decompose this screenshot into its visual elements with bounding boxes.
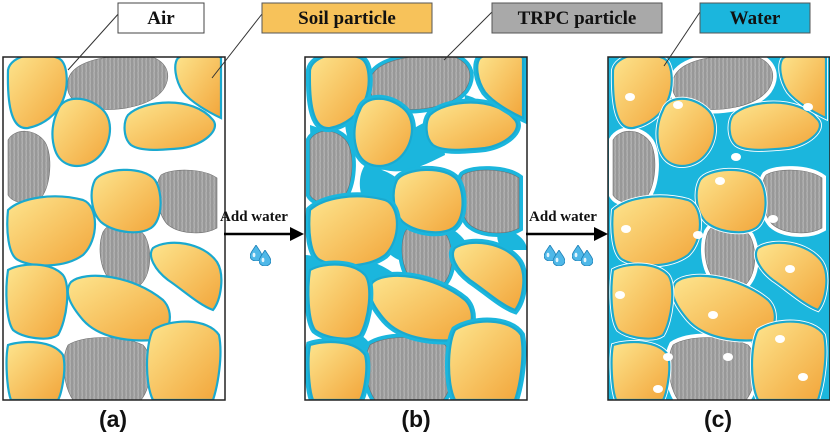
soil-particle xyxy=(476,57,525,120)
air-bubble xyxy=(621,225,631,233)
legend-air-swatch xyxy=(117,2,205,34)
air-bubble xyxy=(653,385,663,393)
soil-particle xyxy=(307,263,371,340)
legend-trpc-label: TRPC particle xyxy=(518,8,637,29)
soil-particle xyxy=(308,195,398,267)
soil-particle xyxy=(754,241,828,312)
arrow-add-water-1: Add water xyxy=(220,209,304,266)
trpc-particle xyxy=(612,130,656,204)
air-bubble xyxy=(798,373,808,381)
soil-particle xyxy=(611,195,701,267)
soil-particle xyxy=(90,168,162,234)
trpc-particle xyxy=(309,130,353,204)
soil-particle xyxy=(6,195,96,267)
soil-particle xyxy=(51,97,112,168)
legend-soil-swatch xyxy=(261,2,433,34)
panel-a-frame xyxy=(2,56,226,401)
soil-particle xyxy=(425,101,518,151)
air-bubble xyxy=(723,353,733,361)
soil-particle xyxy=(5,340,66,400)
panel-c-frame xyxy=(607,56,830,401)
legend-water-swatch xyxy=(699,2,811,34)
air-bubble xyxy=(625,93,635,101)
soil-particle xyxy=(5,263,69,340)
legend-air: Air xyxy=(117,2,205,34)
legend-leaders xyxy=(67,11,701,79)
soil-particle xyxy=(611,57,673,130)
trpc-particle xyxy=(63,337,151,400)
air-bubble xyxy=(775,335,785,343)
legend-water-label: Water xyxy=(730,8,781,29)
soil-particle xyxy=(149,241,223,312)
air-bubble xyxy=(615,291,625,299)
soil-particle xyxy=(610,263,674,340)
soil-particle xyxy=(656,97,717,168)
soil-particle xyxy=(6,57,68,130)
air-bubble xyxy=(715,177,725,185)
panel-c-label: (c) xyxy=(704,406,732,432)
panel-c xyxy=(607,56,830,401)
legend-soil-label: Soil particle xyxy=(298,8,396,29)
soil-particle xyxy=(695,168,767,234)
panel-b xyxy=(304,56,528,401)
air-bubble xyxy=(803,103,813,111)
arrow-add-water-2: Add water xyxy=(526,209,608,266)
soil-particle xyxy=(750,320,827,400)
air-bubble xyxy=(768,215,778,223)
panel-b-label: (b) xyxy=(401,406,430,432)
panel-a-label: (a) xyxy=(99,406,127,432)
soil-particle xyxy=(447,320,524,400)
panel-b-frame xyxy=(304,56,528,401)
arrow-1-label: Add water xyxy=(220,209,288,225)
air-bubble xyxy=(693,231,703,239)
trpc-particle xyxy=(365,337,453,400)
soil-particle xyxy=(174,57,223,120)
air-bubble xyxy=(708,311,718,319)
soil-particle xyxy=(610,340,671,400)
arrow-2-label: Add water xyxy=(529,209,597,225)
legend-air-label: Air xyxy=(147,8,175,29)
legend-soil: Soil particle xyxy=(261,2,433,34)
legend-water: Water xyxy=(699,2,811,34)
air-bubble xyxy=(673,101,683,109)
air-bubble xyxy=(663,353,673,361)
trpc-particle xyxy=(668,337,756,400)
air-bubble xyxy=(731,153,741,161)
air-bubble xyxy=(785,265,795,273)
soil-particle xyxy=(728,101,821,151)
soil-particle xyxy=(123,101,216,151)
soil-particle xyxy=(451,241,525,312)
legend-trpc-swatch xyxy=(491,2,663,34)
panel-a xyxy=(2,56,226,401)
soil-particle xyxy=(145,320,222,400)
legend-trpc: TRPC particle xyxy=(491,2,663,34)
trpc-particle xyxy=(7,130,51,204)
soil-particle xyxy=(392,168,464,234)
soil-particle xyxy=(307,340,368,400)
soil-particle xyxy=(353,97,414,168)
